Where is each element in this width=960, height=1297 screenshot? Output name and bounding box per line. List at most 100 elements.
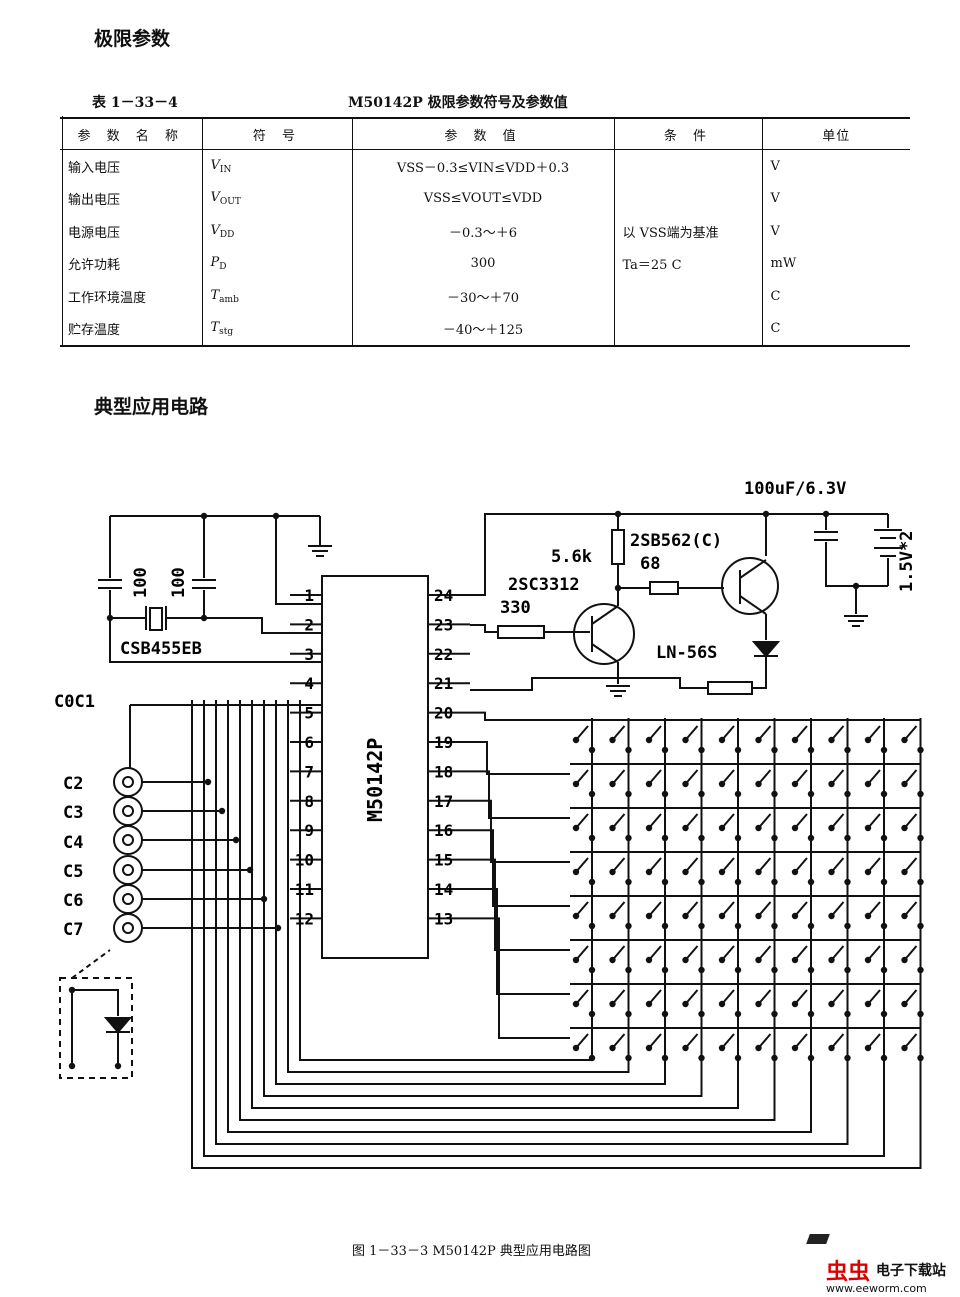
q2-label: 2SB562(C) [630, 531, 722, 551]
junction-dot [771, 790, 778, 798]
junction-dot [718, 824, 726, 832]
matrix-row-feed [470, 888, 570, 995]
matrix-col-return [287, 700, 630, 1073]
pin-label-left: 9 [304, 821, 314, 840]
connector-jack-icon [122, 834, 134, 846]
param-condition [614, 312, 763, 347]
param-unit: C [762, 312, 910, 347]
junction-dot [200, 512, 208, 520]
connector-jack-icon [122, 776, 134, 788]
junction-dot [246, 866, 254, 874]
junction-dot [609, 1044, 616, 1052]
junction-dot [771, 1010, 778, 1018]
junction-dot [588, 1054, 596, 1062]
matrix-col-return [191, 700, 922, 1169]
param-name: 电源电压 [60, 215, 203, 248]
table-left-rule [62, 116, 63, 346]
pin-label-left: 10 [295, 851, 314, 870]
junction-dot [232, 836, 240, 844]
junction-dot [864, 736, 872, 744]
junction-dot [572, 824, 580, 832]
wire [72, 989, 119, 1016]
table-row: 贮存温度 Tstg －40～＋125 C [60, 312, 910, 347]
param-name: 工作环境温度 [60, 280, 203, 313]
junction-dot [901, 1044, 908, 1052]
junction-dot [68, 986, 76, 994]
junction-dot [901, 736, 908, 744]
junction-dot [917, 1010, 924, 1018]
r3-label: 330 [500, 598, 531, 618]
junction-dot [572, 912, 580, 920]
resistor-icon [611, 529, 625, 565]
junction-dot [807, 1010, 815, 1018]
matrix-row-feed [470, 917, 570, 1039]
junction-dot [880, 834, 888, 842]
junction-dot [755, 868, 762, 876]
junction-dot [901, 956, 908, 964]
junction-dot [625, 746, 632, 754]
transistor-q1-icon [591, 643, 619, 663]
matrix-row-feed [470, 770, 570, 819]
param-condition [614, 182, 763, 215]
col-header-value: 参 数 值 [352, 117, 615, 150]
junction-dot [901, 780, 908, 788]
junction-dot [718, 1000, 726, 1008]
connector-label: C7 [63, 920, 83, 940]
junction-dot [572, 1000, 580, 1008]
matrix-row-feed [470, 711, 570, 721]
wire [109, 590, 322, 663]
junction-dot [218, 807, 226, 815]
junction-dot [572, 956, 580, 964]
junction-dot [917, 922, 924, 930]
q1-label: 2SC3312 [508, 575, 580, 595]
junction-dot [844, 790, 851, 798]
junction-dot [272, 512, 280, 520]
section-heading-circuit: 典型应用电路 [94, 396, 209, 418]
junction-dot [682, 1000, 689, 1008]
junction-dot [791, 1044, 799, 1052]
junction-dot [755, 912, 762, 920]
wire [470, 624, 498, 633]
junction-dot [645, 912, 653, 920]
junction-dot [572, 780, 580, 788]
junction-dot [625, 878, 632, 886]
diode-box [59, 977, 133, 1079]
junction-dot [755, 736, 762, 744]
junction-dot [844, 1054, 851, 1062]
junction-dot [880, 1010, 888, 1018]
junction-dot [844, 878, 851, 886]
crystal-icon [149, 607, 163, 631]
junction-dot [917, 1054, 924, 1062]
col-header-name: 参 数 名 称 [60, 117, 203, 150]
junction-dot [791, 824, 799, 832]
junction-dot [917, 966, 924, 974]
junction-dot [661, 834, 669, 842]
junction-dot [917, 878, 924, 886]
connector-jack-icon [113, 767, 143, 797]
cap1-label: 100 [131, 567, 151, 598]
junction-dot [661, 746, 669, 754]
logo-text: 电子下载站 [876, 1263, 946, 1279]
pin-label-left: 8 [304, 792, 314, 811]
wire [470, 513, 888, 596]
pin-label-left: 5 [304, 704, 314, 723]
pin-label-left: 11 [295, 880, 314, 899]
param-value: VSS≤VOUT≤VDD [352, 182, 615, 215]
param-symbol: PD [202, 247, 353, 280]
connector-jack-icon [113, 825, 143, 855]
battery-label: 1.5V*2 [897, 531, 917, 592]
junction-dot [588, 966, 596, 974]
junction-dot [844, 922, 851, 930]
junction-dot [698, 1054, 705, 1062]
led-label: LN-56S [656, 643, 717, 663]
param-unit: V [770, 158, 780, 174]
junction-dot [682, 736, 689, 744]
junction-dot [114, 1062, 122, 1070]
junction-dot [880, 966, 888, 974]
junction-dot [614, 584, 622, 592]
pin-label-left: 4 [304, 674, 314, 693]
param-unit: C [770, 288, 781, 304]
junction-dot [864, 912, 872, 920]
matrix-row-feed [470, 741, 570, 775]
param-value: －0.3～＋6 [352, 215, 615, 248]
